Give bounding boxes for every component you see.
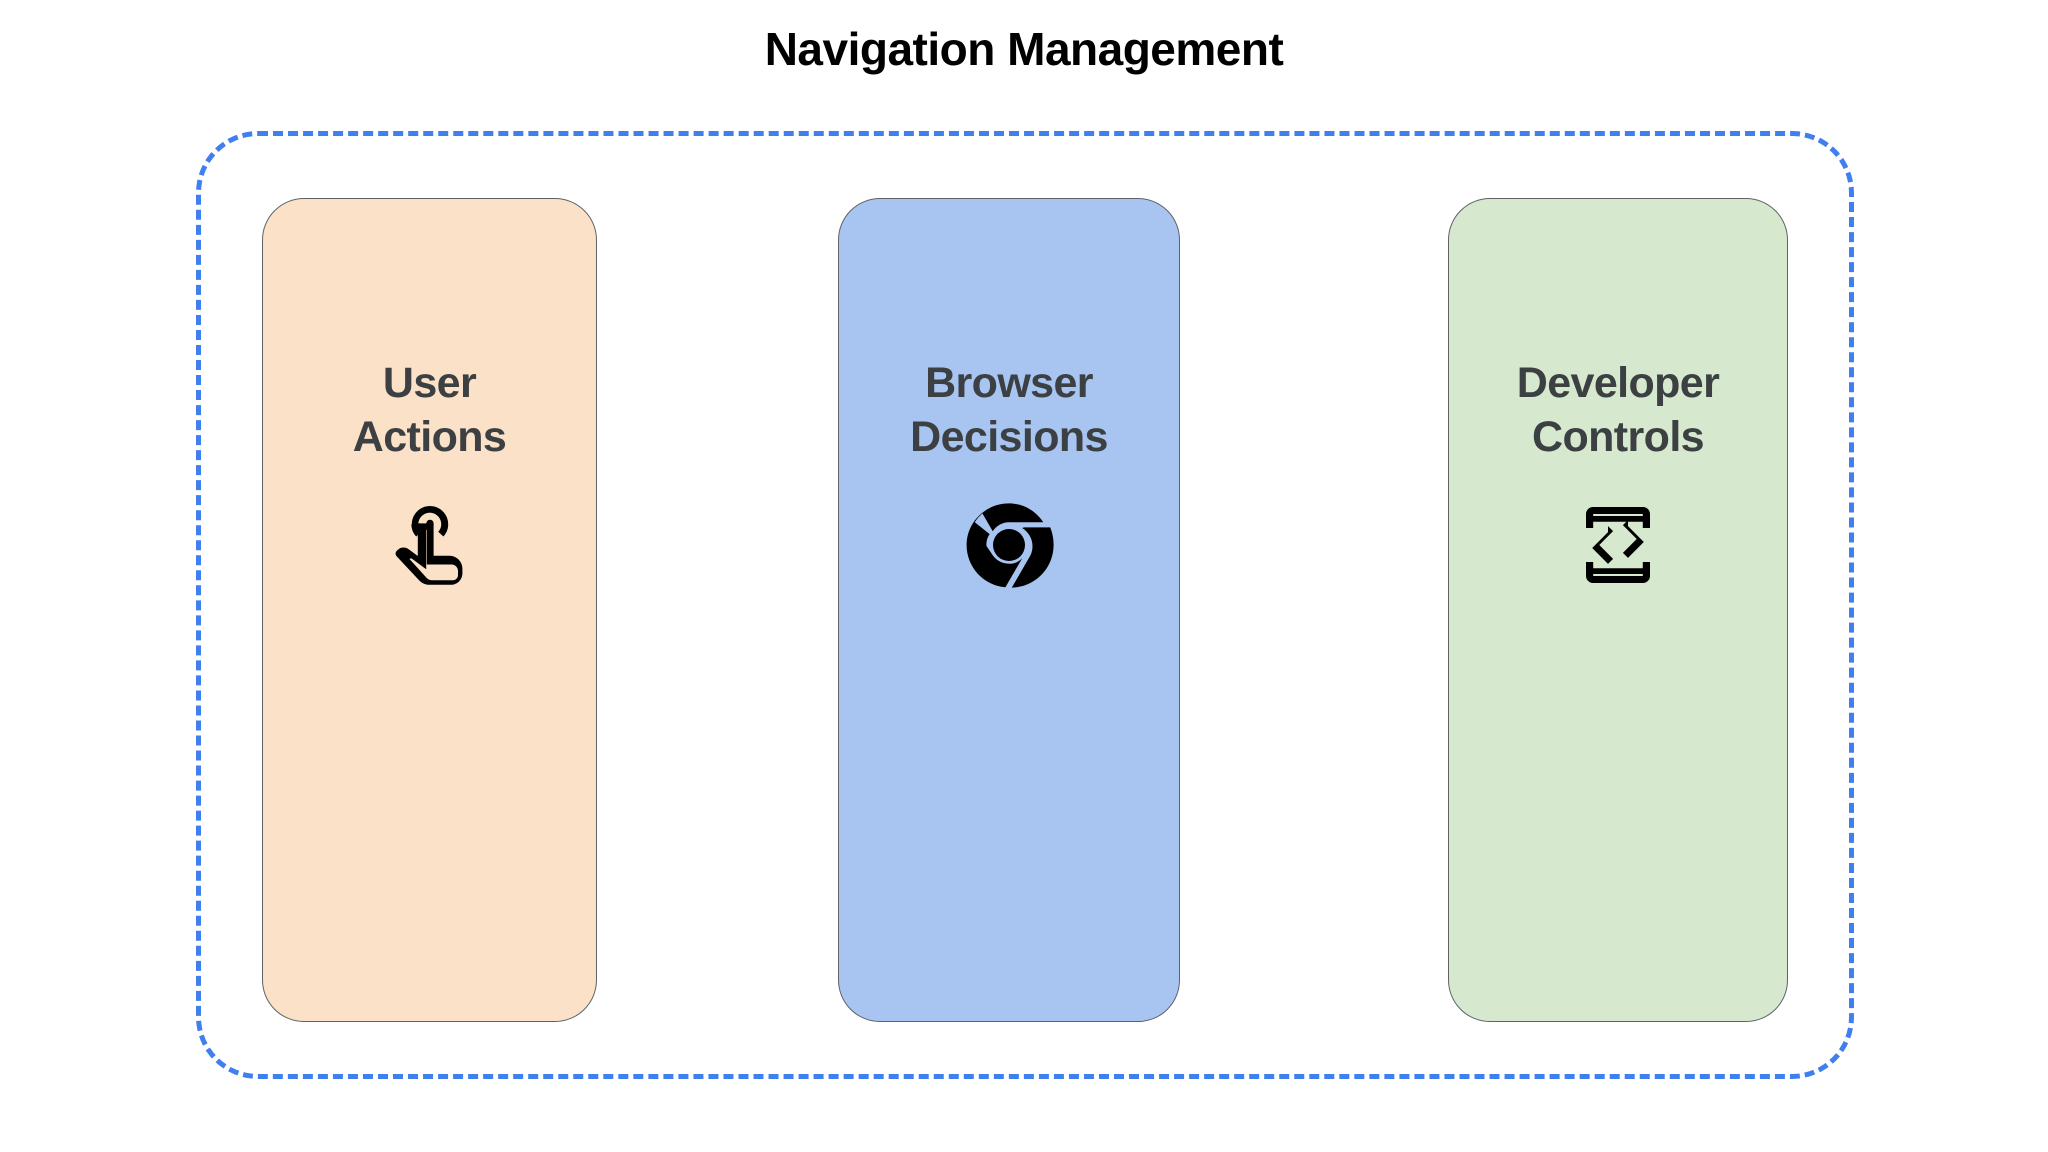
touch-app-icon [382, 497, 478, 593]
card-user-actions-label: User Actions [352, 359, 507, 461]
navigation-management-group-frame [196, 131, 1854, 1079]
page-title: Navigation Management [764, 23, 1284, 75]
card-browser-decisions-label: Browser Decisions [910, 359, 1108, 461]
cards-row: User Actions Browser Decisions [262, 198, 1788, 1022]
card-browser-decisions[interactable]: Browser Decisions [838, 198, 1180, 1022]
card-developer-controls[interactable]: Developer Controls [1448, 198, 1788, 1022]
card-developer-controls-label: Developer Controls [1516, 359, 1720, 461]
developer-mode-icon [1570, 497, 1666, 593]
chrome-browser-icon [961, 497, 1057, 593]
card-user-actions[interactable]: User Actions [262, 198, 597, 1022]
